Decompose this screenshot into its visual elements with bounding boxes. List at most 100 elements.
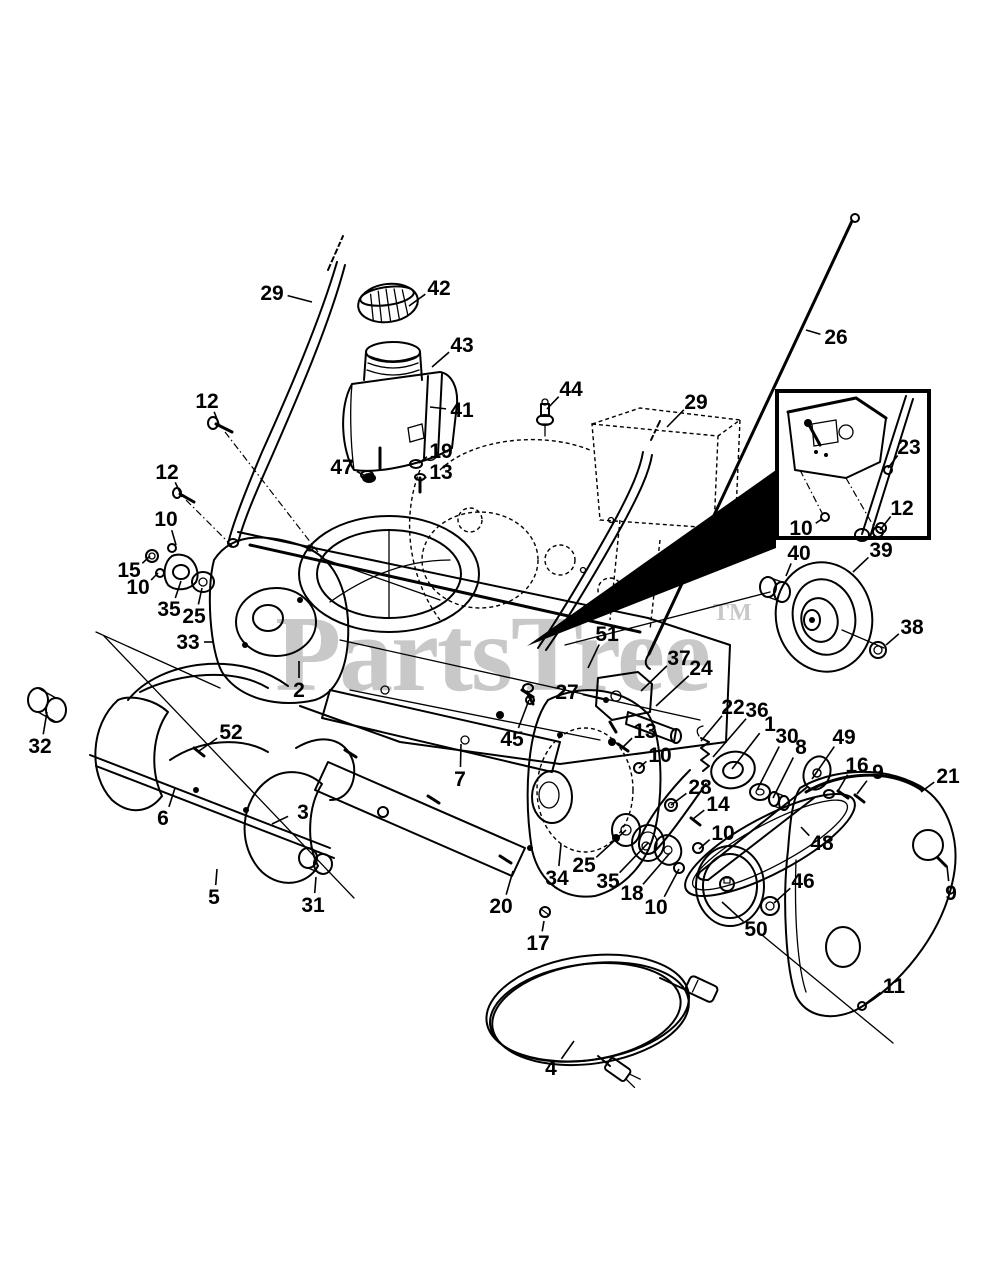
leader-line-10 (663, 868, 680, 898)
callout-47: 47 (330, 456, 353, 479)
leader-line-8 (772, 757, 795, 799)
callout-39: 39 (869, 539, 892, 562)
callout-48: 48 (810, 832, 834, 855)
watermark-text: PartsTree (275, 595, 709, 714)
leader-line-15 (141, 555, 151, 564)
leader-line-11 (864, 991, 881, 1005)
callout-41: 41 (450, 399, 474, 422)
callout-25: 25 (182, 605, 206, 628)
leader-line-43 (431, 351, 450, 368)
callout-23: 23 (897, 436, 920, 459)
auger-housing (208, 515, 731, 765)
callout-10: 10 (648, 744, 671, 767)
leader-line-46 (773, 887, 791, 904)
callout-18: 18 (620, 882, 644, 905)
callout-4: 4 (545, 1057, 557, 1080)
leader-line-10 (815, 518, 823, 524)
leader-line-27 (582, 693, 607, 701)
leader-line-26 (805, 329, 821, 336)
line-art (27, 213, 957, 1089)
leader-line-35 (174, 580, 182, 599)
leader-line-49 (811, 746, 835, 780)
leader-line-32 (42, 711, 48, 735)
left-bearing-set (145, 543, 215, 593)
callout-1: 1 (764, 713, 776, 736)
leader-line-12 (213, 411, 221, 428)
callout-34: 34 (545, 867, 569, 890)
callout-9: 9 (945, 882, 957, 905)
callout-6: 6 (157, 807, 169, 830)
callout-43: 43 (450, 334, 473, 357)
leader-line-51 (587, 644, 600, 669)
locator-wedge (527, 470, 776, 646)
leader-line-10 (698, 839, 711, 850)
leader-line-47 (356, 470, 368, 478)
leader-line-29 (287, 294, 313, 303)
power-cord (485, 953, 719, 1089)
leader-line-37 (640, 665, 668, 692)
leader-line-25 (197, 587, 203, 605)
leader-line-35 (619, 842, 649, 874)
callout-33: 33 (176, 631, 199, 654)
leader-line-45 (517, 699, 530, 729)
leader-line-5 (214, 868, 218, 886)
callout-25: 25 (572, 854, 596, 877)
leader-line-25 (595, 829, 627, 858)
callout-15: 15 (117, 559, 141, 582)
leader-line-9 (946, 865, 950, 882)
leader-line-48 (800, 826, 810, 837)
inset-detail-box (775, 389, 931, 542)
callout-35: 35 (596, 870, 620, 893)
leader-line-12 (879, 515, 892, 531)
leader-line-1 (731, 732, 761, 770)
callout-19: 19 (429, 440, 452, 463)
callout-16: 16 (845, 754, 868, 777)
left-handle (185, 235, 347, 553)
callout-10: 10 (154, 508, 177, 531)
leader-line-4 (560, 1040, 575, 1060)
callout-42: 42 (427, 277, 450, 300)
fuel-tank (342, 341, 459, 472)
callout-22: 22 (721, 696, 744, 719)
callout-38: 38 (900, 616, 924, 639)
callout-51: 51 (595, 623, 619, 646)
fuel-cap (357, 282, 419, 324)
leader-line-14 (692, 809, 705, 820)
callout-10: 10 (126, 576, 149, 599)
leader-line-13 (420, 476, 427, 482)
wheel (564, 561, 887, 673)
leader-line-24 (655, 675, 690, 707)
leader-line-41 (429, 406, 447, 410)
leader-line-13 (621, 737, 633, 749)
leader-line-3 (271, 815, 289, 825)
leader-line-29 (666, 409, 685, 428)
callout-21: 21 (936, 765, 960, 788)
callout-12: 12 (890, 497, 913, 520)
leader-line-36 (712, 718, 747, 758)
callout-30: 30 (775, 725, 798, 748)
callout-44: 44 (559, 378, 583, 401)
callout-36: 36 (745, 699, 768, 722)
callout-27: 27 (555, 681, 578, 704)
callout-7: 7 (454, 768, 466, 791)
leader-line-20 (505, 870, 514, 895)
callout-50: 50 (744, 918, 767, 941)
leader-line-52 (198, 737, 218, 752)
leader-line-39 (852, 556, 869, 573)
callout-49: 49 (832, 726, 855, 749)
callout-13: 13 (633, 720, 656, 743)
callout-8: 8 (795, 736, 807, 759)
callout-13: 13 (429, 461, 452, 484)
callout-10: 10 (711, 822, 734, 845)
leader-line-40 (785, 563, 792, 577)
leader-line-21 (920, 781, 935, 793)
callout-28: 28 (688, 776, 712, 799)
leader-line-6 (168, 787, 176, 808)
leader-line-22 (700, 715, 723, 742)
leader-line-17 (541, 920, 545, 932)
callout-32: 32 (28, 735, 51, 758)
leader-line-28 (670, 792, 687, 806)
